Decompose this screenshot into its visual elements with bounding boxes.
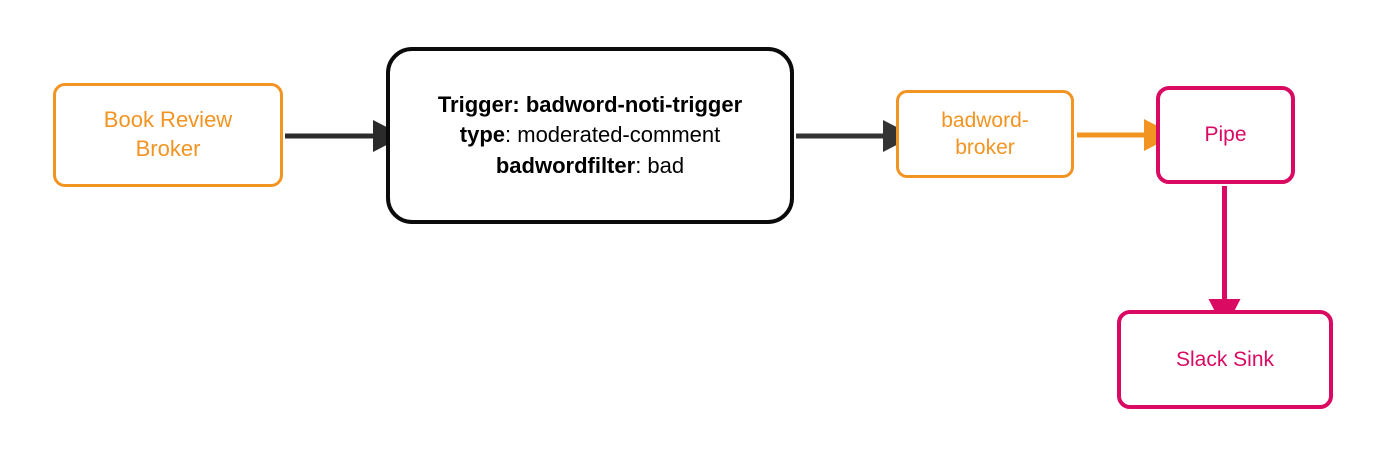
trigger-type-value: moderated-comment	[517, 122, 721, 148]
node-book-review-broker-label: Book Review Broker	[103, 107, 233, 161]
node-slack-sink[interactable]: Slack Sink	[1117, 310, 1333, 409]
trigger-badwordfilter-value: bad	[647, 152, 685, 178]
node-slack-sink-label: Slack Sink	[1175, 347, 1275, 371]
node-pipe[interactable]: Pipe	[1156, 86, 1295, 184]
trigger-badwordfilter-separator: :	[635, 152, 648, 178]
trigger-name-value: badword-noti-trigger	[525, 91, 743, 117]
node-pipe-label: Pipe	[1204, 123, 1247, 147]
trigger-name-key: Trigger:	[437, 91, 520, 117]
trigger-line-type: type: moderated-comment	[460, 121, 720, 150]
trigger-type-separator: :	[505, 122, 518, 148]
node-trigger[interactable]: Trigger: badword-noti-trigger type: mode…	[386, 47, 794, 224]
node-book-review-broker[interactable]: Book Review Broker	[53, 83, 283, 187]
node-badword-broker[interactable]: badword- broker	[896, 90, 1074, 178]
trigger-line-badwordfilter: badwordfilter: bad	[496, 152, 684, 181]
trigger-type-key: type	[459, 122, 506, 148]
trigger-badwordfilter-key: badwordfilter	[495, 152, 636, 178]
trigger-line-name: Trigger: badword-noti-trigger	[438, 91, 742, 120]
node-badword-broker-label: badword- broker	[941, 108, 1029, 159]
